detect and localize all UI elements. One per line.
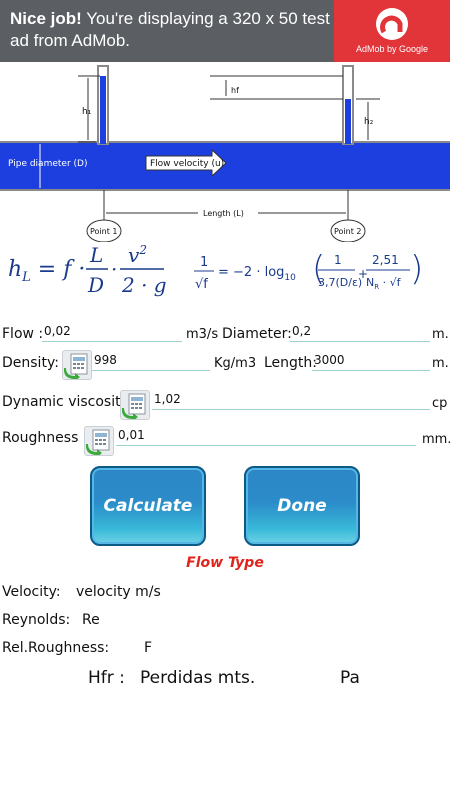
- calculator-icon: [63, 353, 88, 381]
- reynolds-label: Reynolds:: [2, 612, 71, 628]
- calculator-icon: [85, 429, 110, 457]
- density-unit: Kg/m3: [214, 356, 257, 371]
- hfr-label: Hfr :: [88, 668, 125, 688]
- velocity-label: Velocity:: [2, 584, 61, 600]
- pipe-diagram: h₁ hf h₂ Pipe diameter (D) Flow velocity…: [0, 65, 450, 242]
- calculate-button[interactable]: Calculate: [90, 466, 206, 546]
- colebrook-rparen: ): [410, 249, 423, 289]
- ad-brand: AdMob by Google: [355, 44, 429, 54]
- ad-body: You're displaying a 320 x 50 test ad fro…: [10, 9, 330, 50]
- colebrook-eq: = −2 · log10: [218, 265, 296, 283]
- hf-label: hf: [231, 86, 239, 95]
- colebrook-sqrtf: √f: [195, 277, 208, 292]
- ad-headline: Nice job!: [10, 9, 82, 28]
- length-input[interactable]: 3000: [312, 351, 430, 371]
- flow-velocity-label: Flow velocity (u): [150, 159, 224, 169]
- roughness-calculator-button[interactable]: [84, 426, 114, 457]
- formula-hl: hL = f ·: [8, 257, 85, 285]
- density-calculator-button[interactable]: [62, 350, 92, 381]
- reynolds-value: Re: [82, 612, 100, 628]
- h1-label: h₁: [82, 107, 92, 117]
- ad-banner[interactable]: Nice job! You're displaying a 320 x 50 t…: [0, 0, 450, 62]
- colebrook-1: 1: [200, 255, 208, 270]
- diameter-input[interactable]: 0,2: [290, 322, 430, 342]
- colebrook-plus: +: [358, 267, 368, 281]
- formula-image: hL = f · L D · v2 2 · g 1 √f = −2 · log1…: [8, 243, 423, 297]
- roughness-unit: mm.: [422, 432, 450, 447]
- flow-type-label: Flow Type: [186, 555, 264, 571]
- formula-2g: 2 · g: [121, 273, 167, 297]
- colebrook-lparen: (: [312, 249, 325, 289]
- point2-label: Point 2: [334, 227, 362, 236]
- viscosity-label: Dynamic viscosity: [2, 394, 129, 410]
- formula-D: D: [87, 273, 104, 297]
- relrough-label: Rel.Roughness:: [2, 640, 110, 656]
- diameter-label: Diameter:: [222, 326, 292, 342]
- density-label: Density:: [2, 355, 59, 371]
- colebrook-den1: 3,7(D/ε): [318, 276, 362, 289]
- viscosity-unit: cp: [432, 396, 448, 411]
- ad-text: Nice job! You're displaying a 320 x 50 t…: [10, 8, 330, 52]
- calculator-icon: [121, 393, 146, 421]
- roughness-input[interactable]: 0,01: [116, 426, 416, 446]
- formula-dot: ·: [111, 257, 117, 281]
- point1-label: Point 1: [90, 227, 118, 236]
- colebrook-den2: NR · √f: [366, 276, 402, 291]
- colebrook-num1: 1: [334, 253, 342, 267]
- h2-label: h₂: [364, 117, 374, 127]
- formula-v2: v2: [128, 243, 147, 267]
- diameter-unit: m.: [432, 327, 449, 342]
- viscosity-input[interactable]: 1,02: [152, 390, 430, 410]
- hfr-value: Perdidas mts.: [140, 668, 256, 688]
- admob-logo[interactable]: [334, 0, 450, 62]
- viscosity-calculator-button[interactable]: [120, 390, 150, 421]
- flow-input[interactable]: 0,02: [42, 322, 182, 342]
- pipe-diameter-label: Pipe diameter (D): [8, 159, 87, 169]
- admob-logo-icon: [376, 8, 408, 40]
- formula-L: L: [89, 243, 103, 267]
- density-input[interactable]: 998: [92, 351, 210, 371]
- flow-label: Flow :: [2, 326, 44, 342]
- flow-unit: m3/s: [186, 327, 219, 342]
- length-label: Length (L): [203, 209, 244, 218]
- done-button[interactable]: Done: [244, 466, 360, 546]
- length-unit: m.: [432, 356, 449, 371]
- colebrook-num2: 2,51: [372, 253, 399, 267]
- roughness-label: Roughness :: [2, 430, 88, 446]
- length-label-field: Length:: [264, 355, 318, 371]
- velocity-value: velocity m/s: [76, 584, 161, 600]
- relrough-value: F: [144, 640, 153, 656]
- hfr-unit: Pa: [340, 668, 360, 688]
